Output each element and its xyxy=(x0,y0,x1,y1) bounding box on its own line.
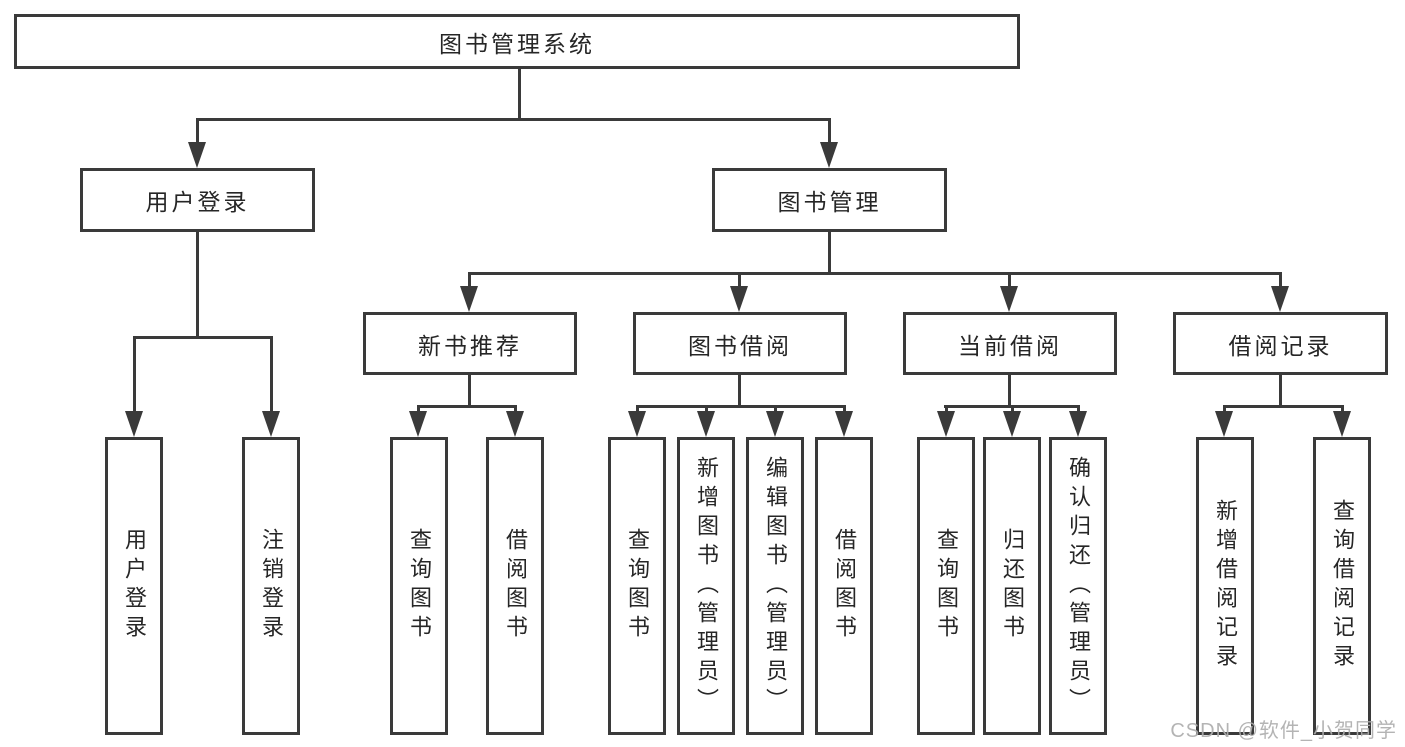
node-label: 图书借阅 xyxy=(688,332,792,359)
leaf-label: 编辑图书（管理员） xyxy=(763,455,788,717)
connector-stub-book-borrowing xyxy=(738,274,741,290)
leaf-label: 注销登录 xyxy=(259,528,284,644)
leaf-add-borrow-record: 新增借阅记录 xyxy=(1196,437,1254,735)
connector-branch-g2 xyxy=(636,405,845,408)
node-label: 当前借阅 xyxy=(958,332,1062,359)
connector-branch-g4 xyxy=(1223,405,1343,408)
arrowhead-leaf-logout xyxy=(262,411,280,437)
arrowhead-leaf xyxy=(1333,411,1351,437)
leaf-user-login: 用户登录 xyxy=(105,437,163,735)
connector-stub-leaf xyxy=(514,405,517,415)
connector-branch-level2 xyxy=(196,118,831,121)
leaf-add-book-admin: 新增图书（管理员） xyxy=(677,437,735,735)
arrowhead-leaf xyxy=(628,411,646,437)
arrowhead-borrow-records xyxy=(1271,286,1289,312)
connector-stub-leaf xyxy=(843,405,846,415)
node-book-management: 图书管理 xyxy=(712,168,947,232)
arrowhead-user-login xyxy=(188,142,206,168)
node-borrowing-records: 借阅记录 xyxy=(1173,312,1388,375)
node-library-management-system: 图书管理系统 xyxy=(14,14,1020,69)
connector-stem-current-borrowing xyxy=(1008,375,1011,408)
node-new-book-recommendation: 新书推荐 xyxy=(363,312,577,375)
connector-stem-new-book xyxy=(468,375,471,408)
connector-stub-leaf xyxy=(1077,405,1080,415)
leaf-label: 用户登录 xyxy=(122,528,147,644)
connector-branch-g1 xyxy=(417,405,517,408)
connector-stub-leaf xyxy=(417,405,420,415)
connector-stub-leaf xyxy=(705,405,708,415)
connector-stub-leaf xyxy=(1341,405,1344,415)
connector-branch-level3 xyxy=(468,272,1282,275)
node-label: 借阅记录 xyxy=(1228,332,1333,359)
arrowhead-book-management xyxy=(820,142,838,168)
leaf-label: 确认归还（管理员） xyxy=(1066,455,1091,717)
connector-stub-leaf xyxy=(1223,405,1226,415)
leaf-query-books-current: 查询图书 xyxy=(917,437,975,735)
arrowhead-leaf xyxy=(1003,411,1021,437)
leaf-label: 新增借阅记录 xyxy=(1213,499,1238,673)
connector-stub-user-login xyxy=(196,119,199,145)
leaf-label: 查询图书 xyxy=(934,528,959,644)
connector-stub-leaf-user-login xyxy=(133,336,136,415)
connector-stub-current-borrowing xyxy=(1008,274,1011,290)
node-label: 图书管理 xyxy=(777,189,882,215)
leaf-label: 新增图书（管理员） xyxy=(694,455,719,717)
leaf-edit-book-admin: 编辑图书（管理员） xyxy=(746,437,804,735)
leaf-query-borrow-record: 查询借阅记录 xyxy=(1313,437,1371,735)
arrowhead-new-book xyxy=(460,286,478,312)
leaf-label: 借阅图书 xyxy=(832,528,857,644)
node-label: 图书管理系统 xyxy=(439,30,595,57)
connector-stub-leaf xyxy=(636,405,639,415)
node-label: 用户登录 xyxy=(145,189,250,215)
leaf-label: 归还图书 xyxy=(1000,528,1025,644)
node-current-borrowing: 当前借阅 xyxy=(903,312,1117,375)
leaf-label: 查询图书 xyxy=(625,528,650,644)
connector-stub-leaf xyxy=(945,405,948,415)
csdn-watermark: CSDN @软件_小贺同学 xyxy=(1170,720,1397,742)
connector-root-stem xyxy=(518,69,521,120)
connector-book-management-stem xyxy=(828,232,831,273)
connector-stub-leaf xyxy=(774,405,777,415)
arrowhead-leaf xyxy=(506,411,524,437)
arrowhead-leaf xyxy=(1215,411,1233,437)
connector-stub-leaf xyxy=(1011,405,1014,415)
connector-user-login-stem xyxy=(196,232,199,339)
connector-stub-book-management xyxy=(828,119,831,145)
node-label: 新书推荐 xyxy=(418,332,522,359)
connector-stub-new-book xyxy=(468,274,471,290)
leaf-query-books-borrowing: 查询图书 xyxy=(608,437,666,735)
leaf-borrow-books-borrowing: 借阅图书 xyxy=(815,437,873,735)
connector-branch-user-login xyxy=(133,336,273,339)
leaf-label: 查询借阅记录 xyxy=(1330,499,1355,673)
leaf-borrow-books-recommend: 借阅图书 xyxy=(486,437,544,735)
arrowhead-leaf xyxy=(409,411,427,437)
leaf-confirm-return-admin: 确认归还（管理员） xyxy=(1049,437,1107,735)
node-book-borrowing: 图书借阅 xyxy=(633,312,847,375)
connector-stem-borrow-records xyxy=(1279,375,1282,408)
connector-stem-book-borrowing xyxy=(738,375,741,408)
arrowhead-leaf xyxy=(766,411,784,437)
node-user-login: 用户登录 xyxy=(80,168,315,232)
arrowhead-leaf xyxy=(697,411,715,437)
leaf-label: 查询图书 xyxy=(407,528,432,644)
arrowhead-book-borrowing xyxy=(730,286,748,312)
leaf-label: 借阅图书 xyxy=(503,528,528,644)
arrowhead-leaf xyxy=(937,411,955,437)
arrowhead-leaf xyxy=(835,411,853,437)
arrowhead-current-borrowing xyxy=(1000,286,1018,312)
arrowhead-leaf xyxy=(1069,411,1087,437)
leaf-logout: 注销登录 xyxy=(242,437,300,735)
connector-stub-borrow-records xyxy=(1279,274,1282,290)
leaf-return-book: 归还图书 xyxy=(983,437,1041,735)
leaf-query-books-recommend: 查询图书 xyxy=(390,437,448,735)
connector-stub-leaf-logout xyxy=(270,336,273,415)
arrowhead-leaf-user-login xyxy=(125,411,143,437)
